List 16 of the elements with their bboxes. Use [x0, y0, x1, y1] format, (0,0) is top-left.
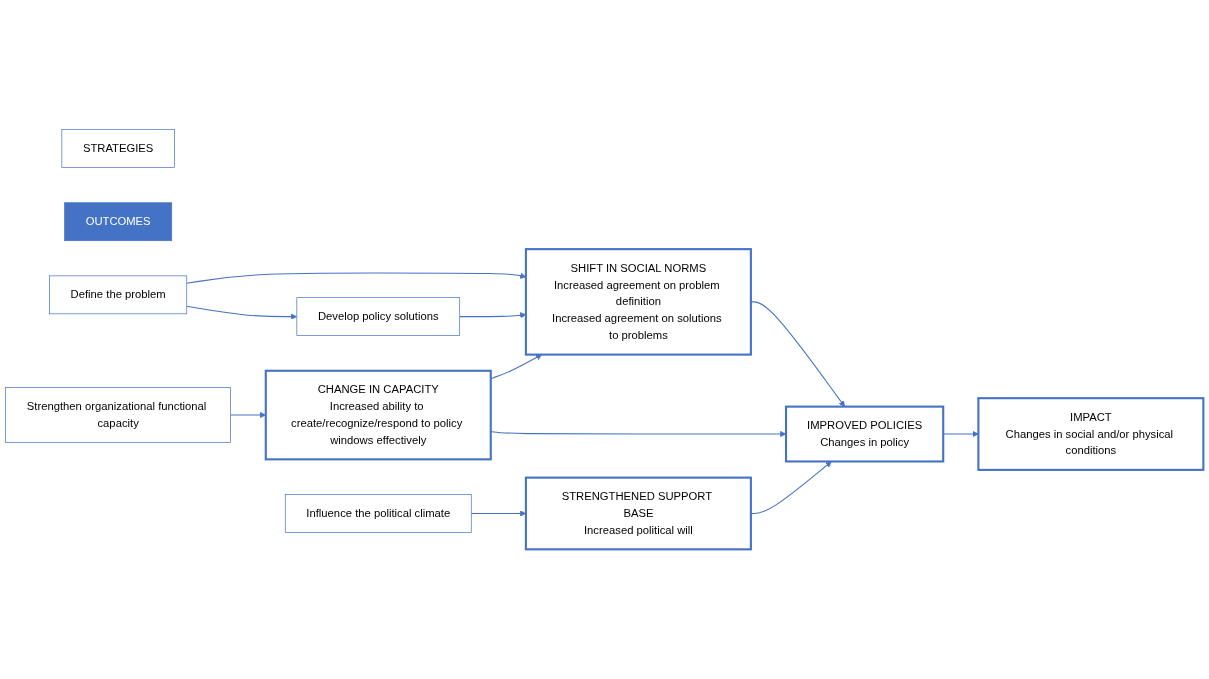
node-box: Influence the political climate	[284, 494, 472, 533]
arrow	[490, 354, 543, 380]
node-box: SHIFT IN SOCIAL NORMS Increased agreement on problem definition Increased agreement on solutions to problems	[524, 248, 752, 356]
arrow	[750, 461, 832, 515]
node-box: Strengthen organizational functional capacity	[5, 387, 231, 443]
node-box: CHANGE IN CAPACITY Increased ability to create/recognize/respond to policy windows effectively	[264, 369, 492, 461]
node-box: IMPROVED POLICIES Changes in policy	[784, 405, 945, 463]
node-box: OUTCOMES	[64, 202, 173, 242]
node-box: IMPACT Changes in social and/or physical conditions	[977, 397, 1205, 471]
node-box: STRENGTHENED SUPPORT BASE Increased political will	[524, 476, 752, 551]
node-box: STRATEGIES	[61, 129, 175, 168]
arrow	[490, 430, 787, 438]
arrow	[750, 301, 845, 407]
node-box: Develop policy solutions	[296, 297, 461, 336]
arrow	[186, 305, 298, 320]
node-box: Define the problem	[49, 275, 188, 315]
